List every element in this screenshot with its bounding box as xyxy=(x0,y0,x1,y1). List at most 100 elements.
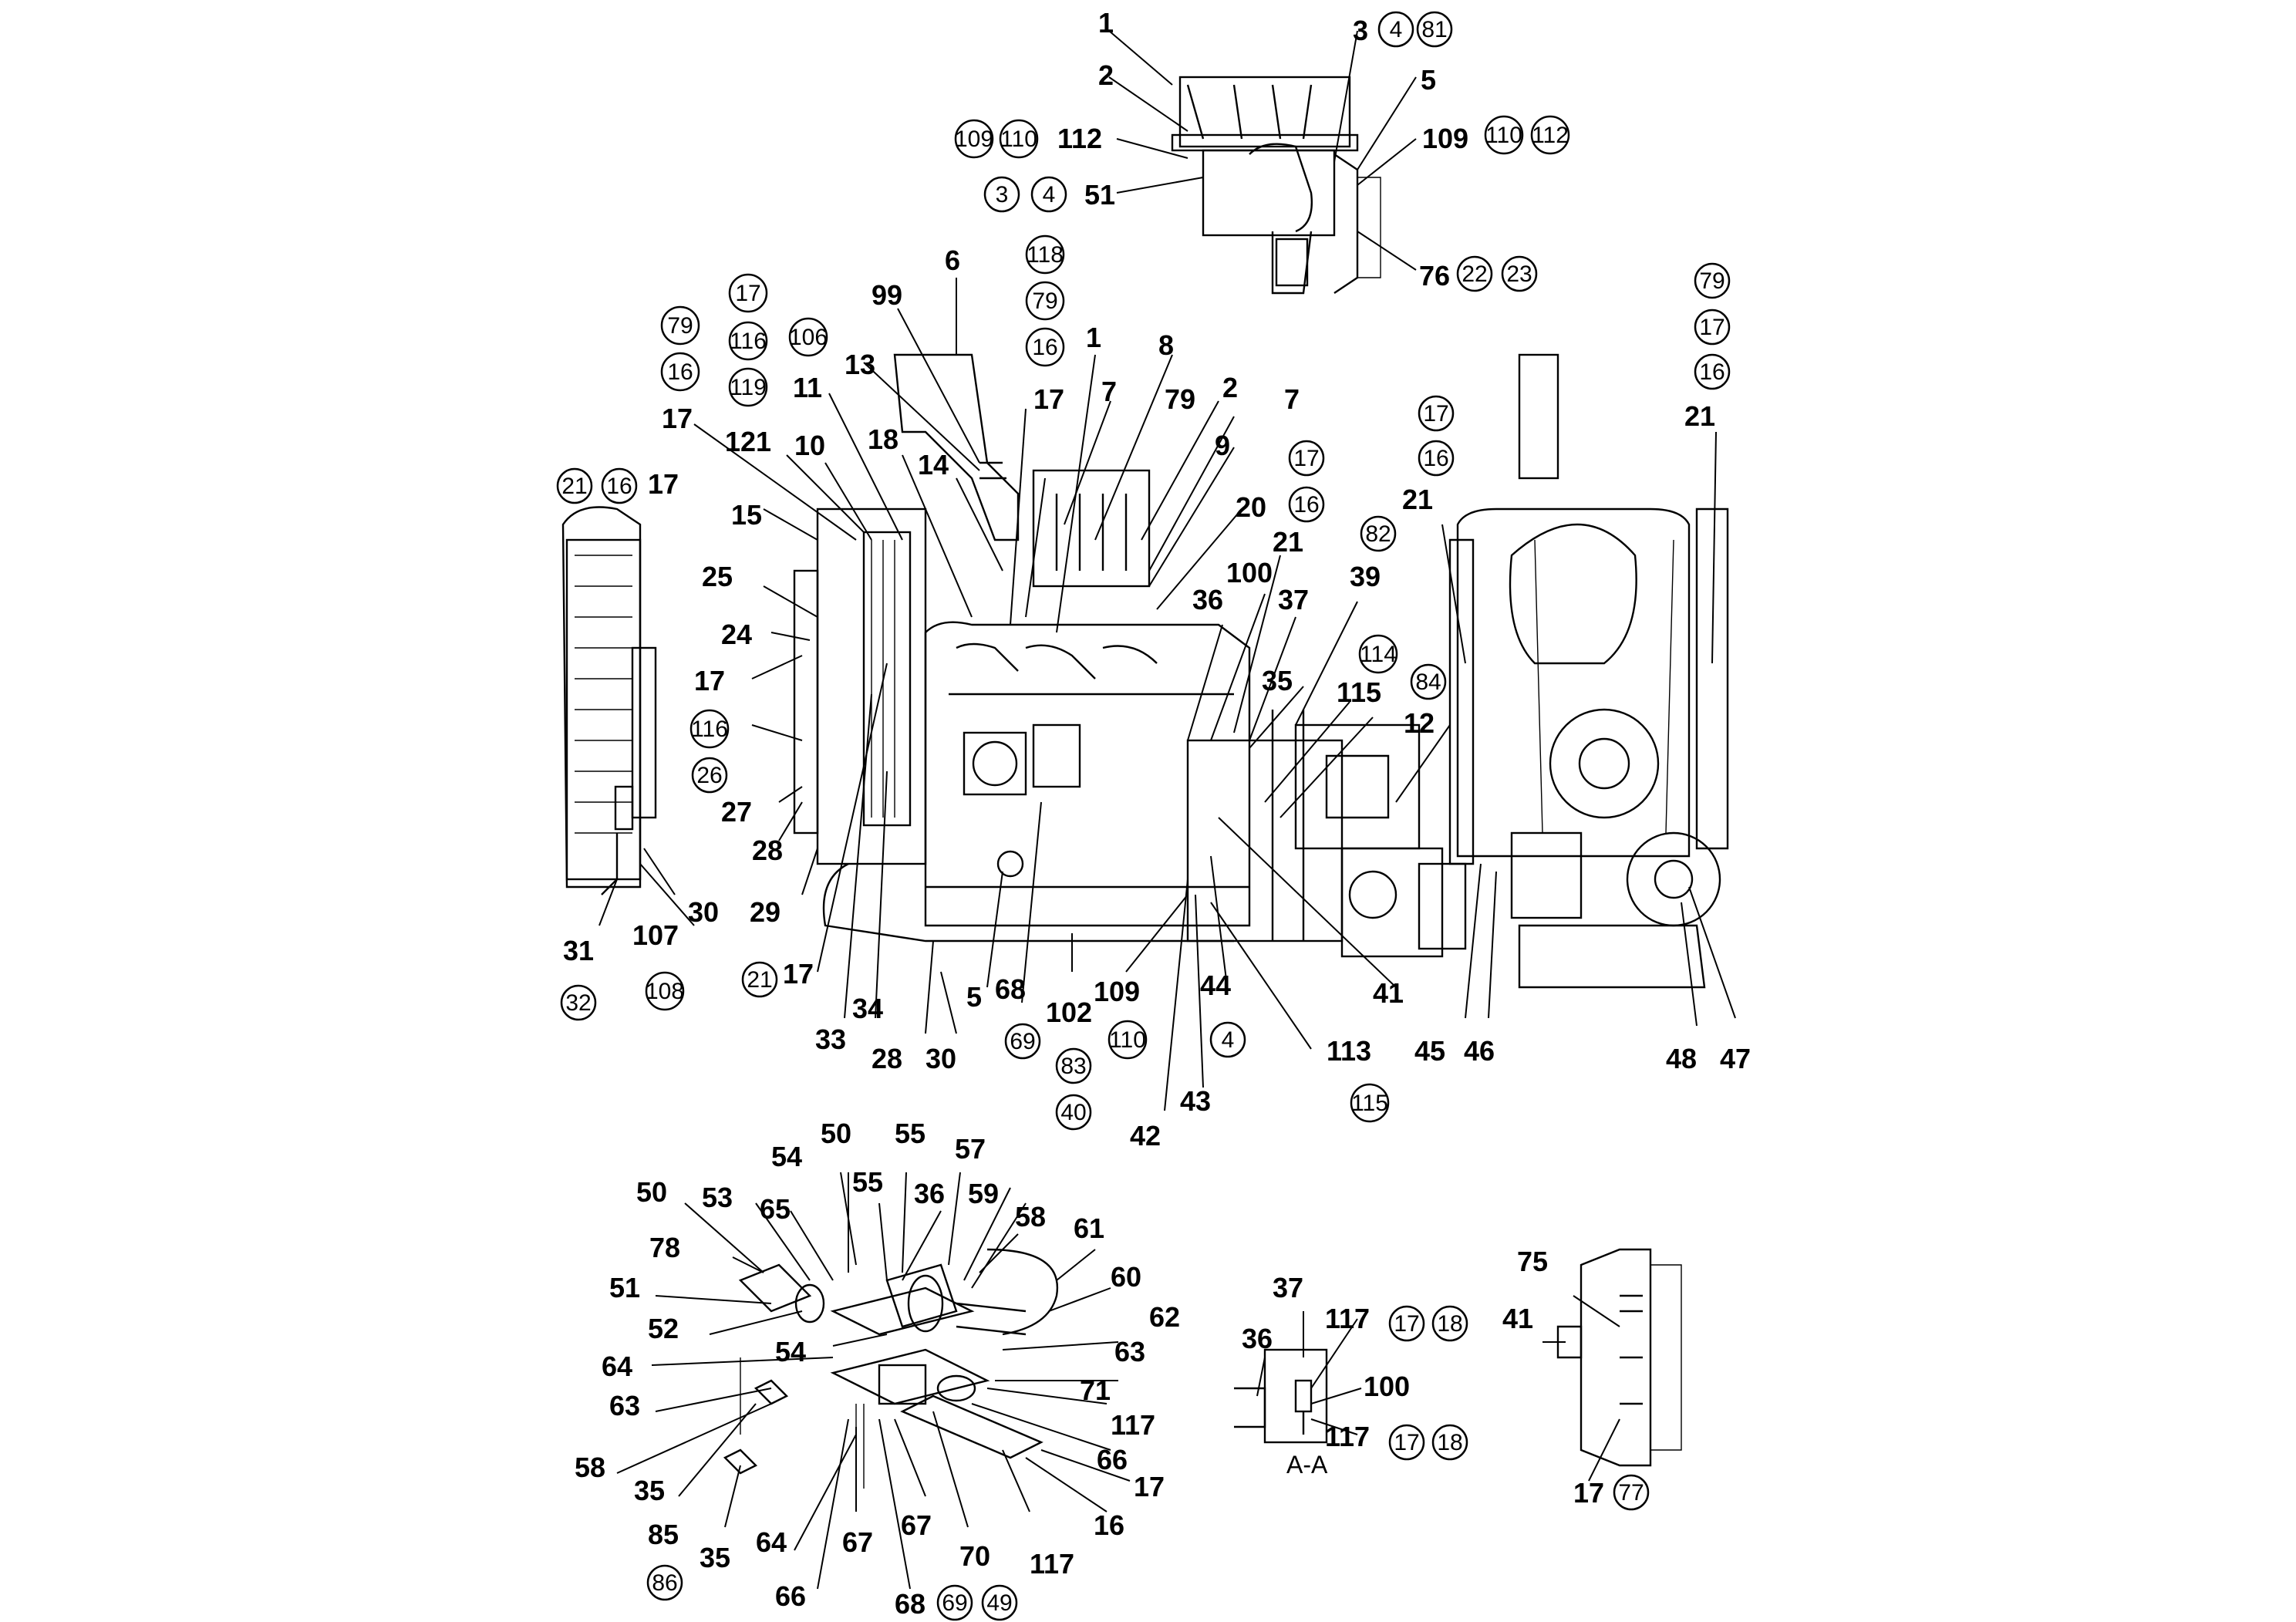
circled-ref-69-b: 69 xyxy=(936,1584,973,1621)
callout-62: 62 xyxy=(1149,1301,1180,1333)
pump-bracket-exploded-view xyxy=(723,1248,1059,1489)
circled-ref-81: 81 xyxy=(1416,11,1453,48)
circled-ref-83: 83 xyxy=(1055,1047,1092,1084)
svg-text:17: 17 xyxy=(1394,1311,1419,1337)
intake-detail-view xyxy=(1171,76,1381,295)
callout-numbers: 1 2 3 5 112 51 109 76 6 99 13 11 17 121 … xyxy=(563,7,1751,1620)
svg-text:16: 16 xyxy=(1699,359,1725,385)
svg-text:17: 17 xyxy=(1394,1430,1419,1455)
callout-28-a: 28 xyxy=(752,835,783,866)
callout-60: 60 xyxy=(1111,1261,1141,1293)
callout-37-b: 37 xyxy=(1273,1272,1303,1303)
callout-45: 45 xyxy=(1414,1035,1445,1067)
circled-ref-115: 115 xyxy=(1350,1083,1390,1123)
callout-66-a: 66 xyxy=(1097,1444,1128,1475)
callout-79: 79 xyxy=(1165,383,1195,415)
circled-ref-32: 32 xyxy=(560,984,597,1021)
circled-ref-3: 3 xyxy=(983,176,1020,213)
circled-ref-86: 86 xyxy=(646,1564,683,1601)
circled-ref-108: 108 xyxy=(645,971,685,1011)
callout-6: 6 xyxy=(945,244,960,276)
callout-41: 41 xyxy=(1373,977,1404,1009)
callout-24: 24 xyxy=(721,619,752,650)
callout-47: 47 xyxy=(1720,1043,1751,1074)
callout-20: 20 xyxy=(1236,491,1266,523)
callout-2-b: 2 xyxy=(1222,372,1238,403)
callout-12: 12 xyxy=(1404,707,1435,739)
callout-21-a: 21 xyxy=(1273,526,1303,558)
circled-ref-79: 79 xyxy=(1025,281,1065,321)
svg-text:79: 79 xyxy=(1032,288,1057,314)
callout-41-b: 41 xyxy=(1502,1303,1533,1334)
callout-70: 70 xyxy=(959,1540,990,1572)
callout-64-b: 64 xyxy=(756,1526,787,1558)
svg-text:114: 114 xyxy=(1360,642,1397,667)
circled-ref-17-c: 17 xyxy=(1418,395,1455,432)
svg-text:109: 109 xyxy=(955,126,993,152)
callout-35-b: 35 xyxy=(634,1475,665,1506)
circled-ref-17-d: 17 xyxy=(1694,309,1731,346)
circled-ref-109: 109 xyxy=(954,119,994,159)
callout-65: 65 xyxy=(760,1193,791,1225)
callout-14: 14 xyxy=(918,449,949,481)
circled-ref-119: 119 xyxy=(728,367,768,407)
section-label-a-a: A-A xyxy=(1286,1451,1328,1479)
circled-ref-18: 18 xyxy=(1431,1305,1468,1342)
callout-54-a: 54 xyxy=(771,1141,802,1172)
callout-44: 44 xyxy=(1200,969,1231,1001)
svg-text:3: 3 xyxy=(996,182,1009,207)
callout-50-b: 50 xyxy=(636,1176,667,1208)
callout-36-b: 36 xyxy=(914,1178,945,1209)
svg-text:119: 119 xyxy=(730,375,767,400)
circled-ref-26: 26 xyxy=(691,757,728,794)
callout-52: 52 xyxy=(648,1313,679,1344)
callout-59: 59 xyxy=(968,1178,999,1209)
radiator-side-view xyxy=(561,506,657,895)
circled-ref-110: 110 xyxy=(999,119,1039,159)
callout-107: 107 xyxy=(632,919,679,951)
svg-text:110: 110 xyxy=(1485,123,1522,148)
circled-ref-77: 77 xyxy=(1613,1474,1650,1511)
svg-text:4: 4 xyxy=(1222,1027,1235,1053)
callout-31: 31 xyxy=(563,935,594,966)
svg-text:32: 32 xyxy=(565,990,591,1016)
circled-ref-118: 118 xyxy=(1025,234,1065,275)
callout-112: 112 xyxy=(1057,123,1102,154)
callout-117-d: 117 xyxy=(1325,1421,1370,1452)
callout-67-b: 67 xyxy=(901,1509,932,1541)
svg-text:69: 69 xyxy=(942,1590,967,1616)
section-a-a-view xyxy=(1234,1348,1328,1444)
svg-text:77: 77 xyxy=(1618,1480,1644,1506)
callout-42: 42 xyxy=(1130,1120,1161,1152)
circled-ref-22: 22 xyxy=(1456,255,1493,292)
callout-109-b: 109 xyxy=(1094,976,1140,1007)
callout-17-g: 17 xyxy=(1573,1477,1604,1509)
callout-54-b: 54 xyxy=(775,1336,806,1367)
svg-text:115: 115 xyxy=(1351,1091,1388,1116)
svg-text:108: 108 xyxy=(646,979,684,1004)
svg-text:22: 22 xyxy=(1462,261,1487,287)
callout-17-e: 17 xyxy=(783,958,814,990)
callout-100: 100 xyxy=(1226,557,1273,588)
circled-ref-82: 82 xyxy=(1360,515,1397,552)
callout-71: 71 xyxy=(1080,1374,1111,1406)
callout-7-b: 7 xyxy=(1284,383,1300,415)
svg-text:110: 110 xyxy=(1109,1027,1146,1053)
circled-ref-116: 116 xyxy=(728,321,768,361)
svg-text:4: 4 xyxy=(1043,182,1056,207)
callout-5: 5 xyxy=(1421,64,1436,96)
svg-text:16: 16 xyxy=(606,474,632,499)
callout-18: 18 xyxy=(868,423,899,455)
circled-references: 4 81 109 110 110 112 3 4 22 23 118 79 16… xyxy=(556,11,1731,1621)
svg-text:83: 83 xyxy=(1060,1054,1086,1079)
callout-27: 27 xyxy=(721,796,752,828)
callout-78: 78 xyxy=(649,1232,680,1263)
svg-text:16: 16 xyxy=(667,359,693,385)
callout-21-c: 21 xyxy=(1684,400,1715,432)
svg-text:23: 23 xyxy=(1506,261,1532,287)
callout-51: 51 xyxy=(1084,179,1115,211)
callout-17-b: 17 xyxy=(1033,383,1064,415)
callout-55-a: 55 xyxy=(895,1118,925,1149)
callout-8: 8 xyxy=(1158,329,1174,361)
callout-113: 113 xyxy=(1327,1035,1371,1067)
